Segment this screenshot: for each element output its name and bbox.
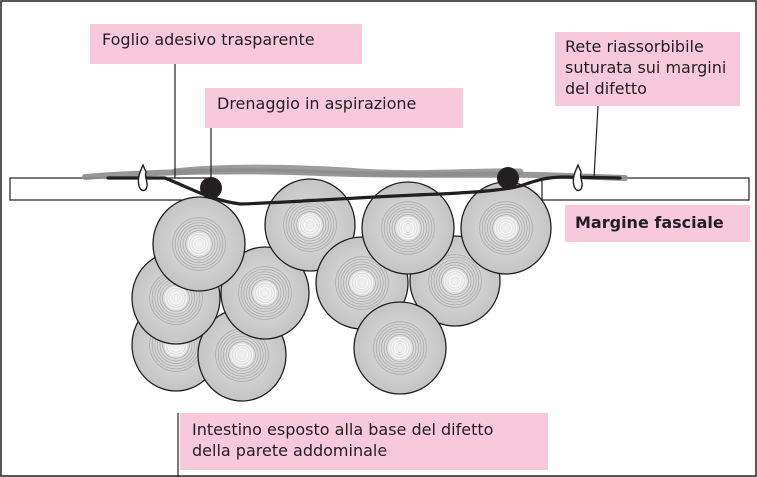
label-text: Foglio adesivo trasparente bbox=[102, 30, 315, 49]
suture-right bbox=[572, 163, 583, 192]
label-fascial-margin: Margine fasciale bbox=[565, 205, 750, 242]
label-text: Drenaggio in aspirazione bbox=[217, 94, 417, 113]
bowel-loop bbox=[460, 181, 552, 275]
bowel-loop bbox=[220, 246, 310, 340]
leader-rete bbox=[593, 105, 599, 179]
fascia-left bbox=[9, 177, 211, 201]
label-adhesive-sheet: Foglio adesivo trasparente bbox=[90, 24, 362, 64]
label-text-line3: del difetto bbox=[565, 79, 647, 98]
label-exposed-bowel: Intestino esposto alla base del difetto … bbox=[180, 413, 548, 470]
absorbable-mesh bbox=[106, 175, 622, 206]
bowel-loops bbox=[131, 178, 552, 402]
label-text-line2: suturata sui margini bbox=[565, 58, 727, 77]
label-text-line1: Intestino esposto alla base del difetto bbox=[192, 420, 494, 439]
label-suction-drain: Drenaggio in aspirazione bbox=[205, 88, 463, 128]
fascia-right bbox=[541, 177, 750, 201]
label-text-line2: della parete addominale bbox=[192, 441, 388, 460]
bowel-loop bbox=[152, 196, 246, 292]
adhesive-sheet-inner bbox=[171, 164, 524, 178]
label-text-line1: Rete riassorbibile bbox=[565, 37, 704, 56]
suction-drain-right bbox=[497, 167, 519, 189]
suture-left bbox=[137, 163, 148, 192]
suction-drain-left bbox=[200, 177, 222, 199]
bowel-loop bbox=[353, 301, 447, 395]
bowel-loop bbox=[361, 181, 455, 275]
label-text: Margine fasciale bbox=[575, 213, 724, 232]
label-absorbable-mesh: Rete riassorbibile suturata sui margini … bbox=[555, 32, 740, 106]
